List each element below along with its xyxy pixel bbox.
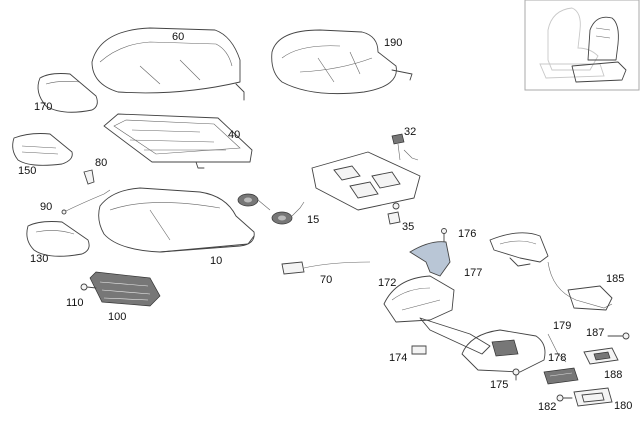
- label-130: 130: [30, 253, 48, 265]
- label-188: 188: [604, 369, 622, 381]
- part-100-seat-pan[interactable]: [89, 271, 161, 307]
- part-60-cushion-cover[interactable]: [91, 27, 245, 101]
- part-70-cable[interactable]: [281, 261, 371, 275]
- label-100: 100: [108, 311, 126, 323]
- label-174: 174: [389, 352, 407, 364]
- part-base-mechanism[interactable]: [461, 329, 546, 373]
- label-60: 60: [172, 31, 184, 43]
- part-175-screw[interactable]: [512, 368, 520, 381]
- label-172: 172: [378, 277, 396, 289]
- label-90: 90: [40, 201, 52, 213]
- label-35: 35: [402, 221, 414, 233]
- part-187-screw[interactable]: [607, 332, 630, 340]
- part-177-trim-cover[interactable]: [409, 241, 451, 277]
- part-180-switch-trim[interactable]: [573, 387, 613, 407]
- label-182: 182: [538, 401, 556, 413]
- part-188-switch-housing[interactable]: [583, 347, 619, 365]
- part-35-sensor[interactable]: [387, 202, 401, 225]
- label-178: 178: [548, 352, 566, 364]
- part-40-cushion-frame[interactable]: [103, 113, 253, 169]
- label-176: 176: [458, 228, 476, 240]
- part-185-handle[interactable]: [489, 232, 613, 311]
- label-175: 175: [490, 379, 508, 391]
- label-170: 170: [34, 101, 52, 113]
- label-70: 70: [320, 274, 332, 286]
- part-179-wire[interactable]: [547, 333, 567, 363]
- label-80: 80: [95, 157, 107, 169]
- seat-overview-thumbnail[interactable]: [524, 0, 640, 91]
- label-40: 40: [228, 129, 240, 141]
- part-178-switch[interactable]: [543, 367, 579, 385]
- part-10-cushion-foam[interactable]: [98, 187, 255, 253]
- part-170-bolster[interactable]: [37, 73, 98, 113]
- part-15-speakers[interactable]: [237, 193, 305, 225]
- part-182-screw[interactable]: [556, 394, 573, 402]
- part-172-backrest-shell[interactable]: [383, 275, 491, 355]
- part-150-pad[interactable]: [12, 133, 73, 166]
- part-32-control-unit[interactable]: [311, 133, 421, 211]
- label-110: 110: [66, 297, 84, 309]
- label-177: 177: [464, 267, 482, 279]
- label-185: 185: [606, 273, 624, 285]
- label-190: 190: [384, 37, 402, 49]
- label-32: 32: [404, 126, 416, 138]
- part-190-cushion-cover[interactable]: [271, 29, 413, 95]
- part-174-label[interactable]: [411, 345, 427, 355]
- part-110-screw[interactable]: [80, 283, 97, 291]
- label-187: 187: [586, 327, 604, 339]
- label-180: 180: [614, 400, 632, 412]
- label-150: 150: [18, 165, 36, 177]
- label-10: 10: [210, 255, 222, 267]
- part-90-wire[interactable]: [61, 189, 111, 215]
- label-179: 179: [553, 320, 571, 332]
- part-80-clip[interactable]: [83, 169, 95, 185]
- label-15: 15: [307, 214, 319, 226]
- part-130-bolster[interactable]: [26, 221, 90, 257]
